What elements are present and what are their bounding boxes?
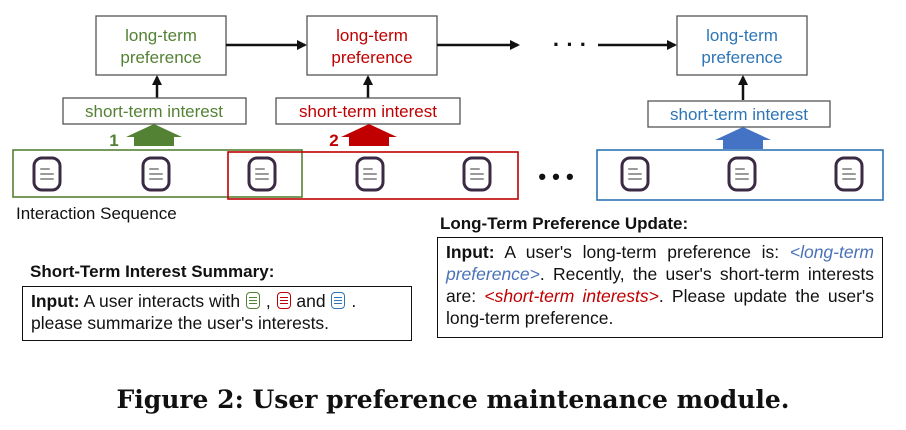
ellipsis-top: · · · bbox=[553, 32, 587, 57]
short-term-box-1: short-term interest bbox=[62, 97, 247, 125]
long-term-box-3-line1: long-term bbox=[706, 26, 778, 45]
long-term-placeholder: <long-term preference> bbox=[446, 242, 874, 284]
document-icon bbox=[32, 156, 62, 192]
long-term-box-2-line2: preference bbox=[331, 48, 412, 67]
long-term-text-2: . Recently, the user's short-term intere… bbox=[446, 264, 874, 306]
short-term-placeholder: <short-term interests> bbox=[484, 286, 659, 306]
item-mini-icon-red bbox=[276, 292, 291, 309]
short-term-and: and bbox=[291, 291, 331, 311]
short-term-box-3-label: short-term interest bbox=[670, 105, 808, 124]
document-icon bbox=[462, 156, 492, 192]
window-frame-2 bbox=[227, 151, 519, 200]
long-term-box-1-line1: long-term bbox=[125, 26, 197, 45]
short-term-text-before: A user interacts with bbox=[79, 291, 245, 311]
step-number-2: 2 bbox=[329, 131, 338, 150]
figure-caption: Figure 2: User preference maintenance mo… bbox=[116, 385, 790, 414]
short-term-input-label: Input: bbox=[31, 291, 80, 311]
document-icon bbox=[834, 156, 864, 192]
short-term-separator: , bbox=[260, 291, 276, 311]
long-term-box-3-line2: preference bbox=[701, 48, 782, 67]
step-number-1: 1 bbox=[109, 131, 118, 150]
window-frame-1 bbox=[12, 149, 303, 198]
long-term-text-1: A user's long-term preference is: bbox=[494, 242, 790, 262]
document-icon bbox=[727, 156, 757, 192]
item-icons bbox=[32, 156, 864, 192]
sequence-label: Interaction Sequence bbox=[16, 204, 177, 223]
summary-arrow-1: 1 bbox=[109, 124, 182, 150]
document-icon bbox=[620, 156, 650, 192]
item-mini-icon-blue bbox=[331, 292, 346, 309]
short-term-box-1-label: short-term interest bbox=[85, 102, 223, 121]
short-term-prompt-line-1: Input: A user interacts with , and . bbox=[31, 290, 403, 312]
short-term-line-2: please summarize the user's interests. bbox=[31, 313, 330, 333]
item-mini-icon-green bbox=[245, 292, 260, 309]
long-term-box-2-line1: long-term bbox=[336, 26, 408, 45]
window-frame-3 bbox=[596, 149, 884, 201]
long-term-prompt-box: Input: A user's long-term preference is:… bbox=[437, 237, 883, 338]
long-term-box-2: long-term preference bbox=[306, 15, 438, 76]
short-term-prompt-box: Input: A user interacts with , and . ple… bbox=[22, 286, 412, 341]
summary-arrow-2: 2 bbox=[329, 124, 397, 150]
short-term-box-2-label: short-term interest bbox=[299, 102, 437, 121]
long-term-box-3: long-term preference bbox=[676, 15, 808, 76]
long-term-input-label: Input: bbox=[446, 242, 495, 262]
long-term-heading: Long-Term Preference Update: bbox=[440, 214, 689, 233]
short-term-box-2: short-term interest bbox=[275, 97, 461, 125]
document-icon bbox=[247, 156, 277, 192]
long-term-text-3: . Please update the user's long-term pre… bbox=[446, 286, 875, 328]
long-term-box-1: long-term preference bbox=[95, 15, 227, 76]
short-term-heading: Short-Term Interest Summary: bbox=[30, 262, 275, 281]
short-term-text-after: . bbox=[346, 291, 357, 311]
summary-arrow-3 bbox=[715, 127, 771, 149]
document-icon bbox=[355, 156, 385, 192]
ellipsis-middle: • • • bbox=[538, 164, 573, 189]
short-term-box-3: short-term interest bbox=[647, 100, 831, 128]
document-icon bbox=[141, 156, 171, 192]
long-term-box-1-line2: preference bbox=[120, 48, 201, 67]
